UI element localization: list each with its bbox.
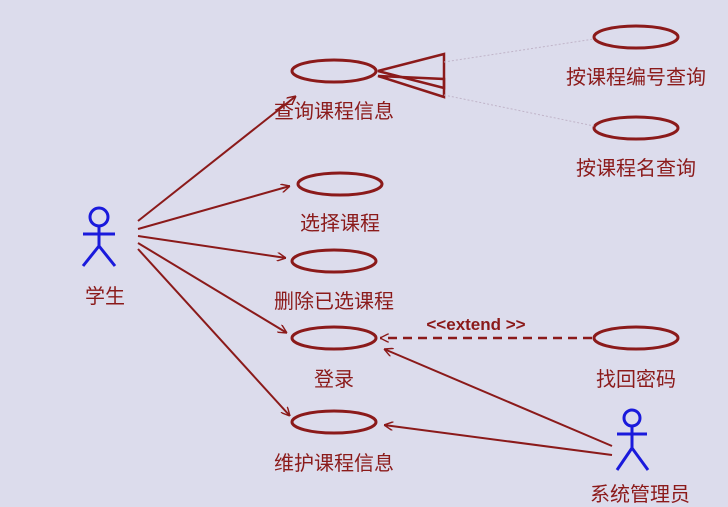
assoc-admin-login <box>384 349 613 447</box>
usecase-login-ellipse <box>290 325 378 351</box>
assoc-student-login <box>137 242 287 334</box>
assoc-admin-maintain <box>384 425 613 456</box>
usecase-maintain-course-label: 维护课程信息 <box>274 451 394 475</box>
usecase-retrieve-password-label: 找回密码 <box>596 367 676 391</box>
extend-stereotype-label: <<extend >> <box>426 315 526 334</box>
generalization-arrows <box>377 52 446 99</box>
usecase-query-by-id-label: 按课程编号查询 <box>566 65 706 89</box>
usecase-query-course-label: 查询课程信息 <box>274 99 394 123</box>
admin-actor-icon <box>615 408 650 471</box>
generalization-line-by-name <box>443 94 595 127</box>
usecase-delete-selected-label: 删除已选课程 <box>274 289 394 313</box>
assoc-student-select <box>137 186 290 230</box>
usecase-select-course-ellipse <box>296 171 384 197</box>
usecase-select-course-label: 选择课程 <box>300 211 380 235</box>
generalization-line-by-id <box>443 38 595 63</box>
usecase-maintain-course-ellipse <box>290 409 378 435</box>
usecase-delete-selected-ellipse <box>290 248 378 274</box>
student-actor-icon <box>81 206 117 267</box>
usecase-retrieve-password-ellipse <box>592 325 680 351</box>
assoc-student-maintain <box>137 248 290 416</box>
usecase-login-label: 登录 <box>314 367 354 391</box>
assoc-student-query <box>137 96 296 222</box>
usecase-query-by-name-label: 按课程名查询 <box>576 156 696 180</box>
usecase-query-course-ellipse <box>290 58 378 84</box>
actor-admin-label: 系统管理员 <box>590 482 690 506</box>
assoc-student-delete <box>137 235 286 258</box>
actor-student-label: 学生 <box>85 284 125 308</box>
usecase-query-by-id-ellipse <box>592 24 680 50</box>
usecase-query-by-name-ellipse <box>592 115 680 141</box>
